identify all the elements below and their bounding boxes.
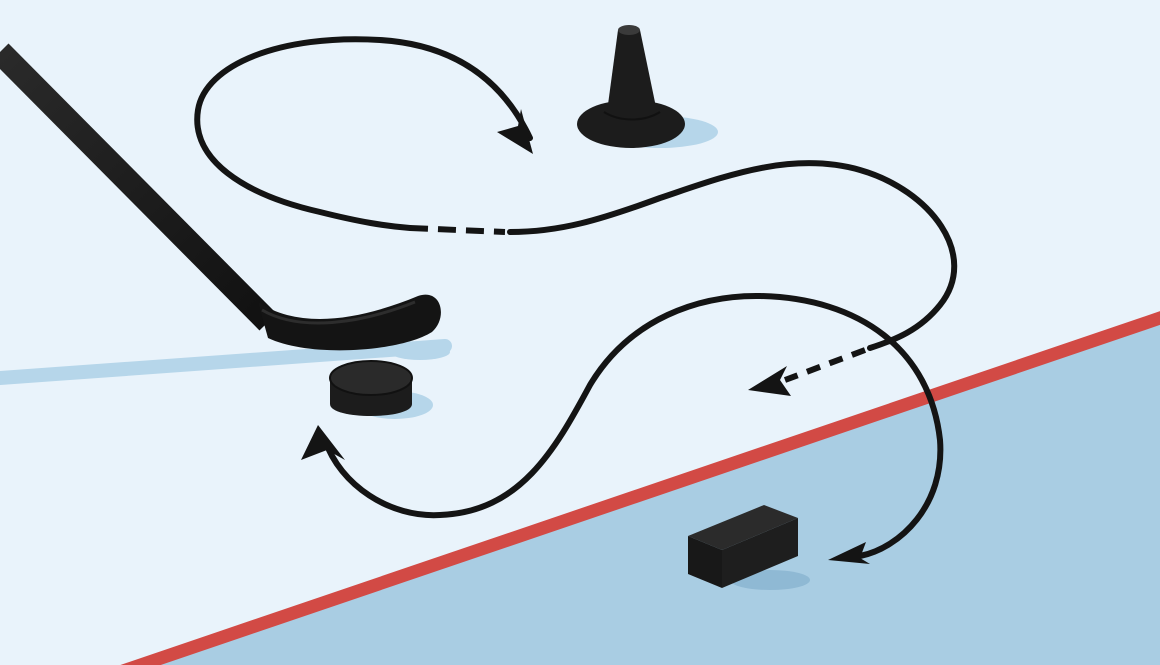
- cone-icon: [577, 25, 685, 148]
- red-line: [120, 311, 1160, 665]
- stick-blade-shadow: [390, 344, 450, 360]
- arrow-icon: [301, 425, 345, 460]
- arrow-icon: [748, 366, 791, 396]
- loop-path-top: [194, 36, 533, 235]
- faint-blue-line: [0, 339, 452, 385]
- hockey-stick-icon: [0, 43, 441, 351]
- arrow-icon: [828, 542, 870, 564]
- s-curve-path: [507, 160, 958, 396]
- puck-icon: [329, 360, 413, 416]
- block-icon: [688, 505, 798, 588]
- return-path: [301, 292, 944, 564]
- arrow-icon: [497, 109, 533, 154]
